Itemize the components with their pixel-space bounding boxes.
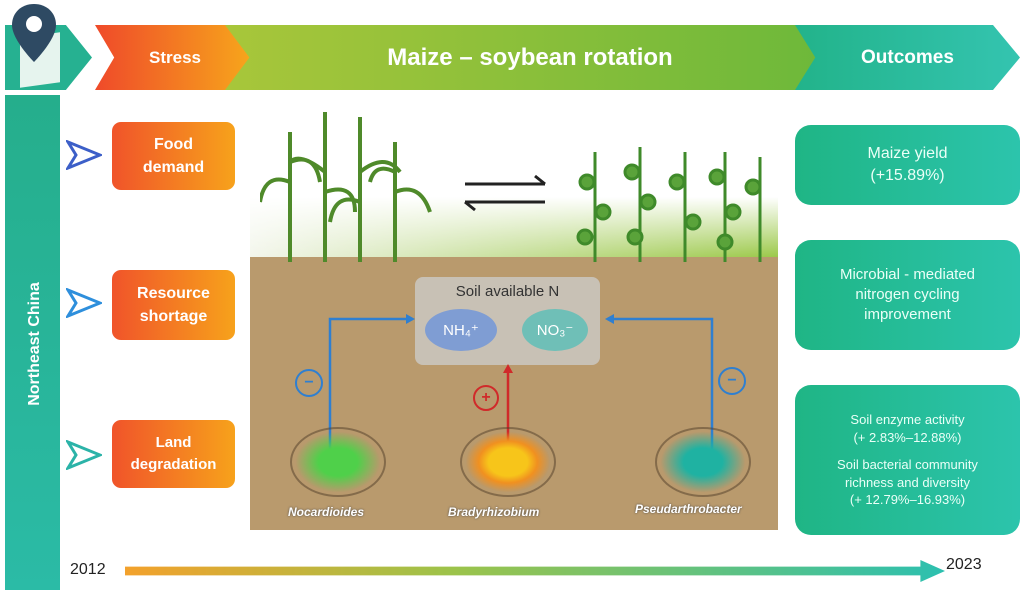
soil-available-n-box: Soil available N NH₄⁺ NO₃⁻ — [415, 277, 600, 365]
nh4-badge: NH₄⁺ — [425, 309, 497, 351]
bradyrhizobium-microbe — [460, 427, 556, 497]
arrow-icon — [66, 140, 102, 170]
stress-header: Stress — [95, 25, 255, 90]
timeline-start: 2012 — [70, 561, 106, 578]
rotation-arrows-icon — [464, 174, 546, 212]
arrow-icon — [66, 440, 102, 470]
region-label: Northeast China — [26, 282, 43, 406]
positive-effect-icon: + — [473, 385, 499, 411]
stress-header-label: Stress — [149, 47, 201, 67]
timeline-arrow — [125, 560, 945, 582]
outcome-maize-yield: Maize yield(+15.89%) — [795, 125, 1020, 205]
rotation-header-label: Maize – soybean rotation — [387, 43, 673, 71]
outcomes-header-label: Outcomes — [861, 46, 954, 68]
arrow-icon — [66, 288, 102, 318]
region-bar — [5, 95, 60, 590]
no3-badge: NO₃⁻ — [522, 309, 588, 351]
field-scene: Soil available N NH₄⁺ NO₃⁻ − − + Nocardi… — [250, 97, 778, 530]
negative-effect-icon: − — [718, 367, 746, 395]
soil-available-n-title: Soil available N — [455, 283, 560, 300]
negative-effect-icon: − — [295, 369, 323, 397]
nocardioides-microbe — [290, 427, 386, 497]
outcomes-header: Outcomes — [795, 25, 1020, 90]
maize-plants — [260, 112, 432, 262]
soybean-plants — [576, 147, 762, 262]
microbe-label: Nocardioides — [288, 505, 365, 519]
microbe-label: Bradyrhizobium — [448, 505, 540, 519]
rotation-header: Maize – soybean rotation — [225, 25, 835, 90]
timeline-end: 2023 — [946, 556, 982, 573]
microbe-label: Pseudarthrobacter — [635, 502, 742, 516]
pseudarthrobacter-microbe — [655, 427, 751, 497]
outcome-soil-properties: Soil enzyme activity(+ 2.83%–12.88%) Soi… — [795, 385, 1020, 535]
location-pin-icon — [12, 4, 56, 62]
